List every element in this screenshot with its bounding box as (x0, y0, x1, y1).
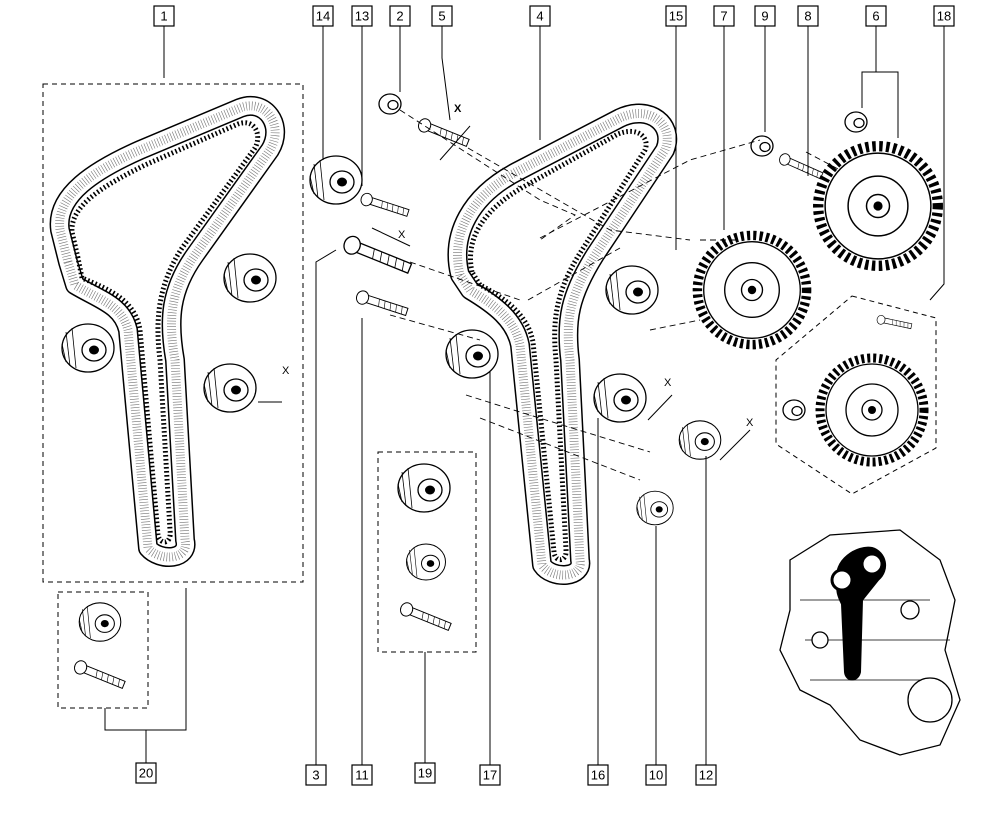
roller-10 (636, 490, 674, 526)
callout-10: 10 (645, 764, 667, 786)
pulley-6 (818, 146, 938, 266)
nut-9 (750, 135, 774, 157)
svg-text:11: 11 (355, 768, 369, 783)
callout-3: 3 (305, 764, 327, 786)
svg-text:6: 6 (872, 9, 879, 24)
group-20-box (57, 591, 149, 709)
callout-20: 20 (135, 762, 157, 784)
svg-text:7: 7 (720, 9, 727, 24)
bolt-13 (358, 191, 411, 220)
group-19-box (377, 451, 477, 653)
callout-6: 6 (865, 5, 887, 27)
washer-18 (782, 399, 806, 421)
roller-14 (309, 155, 363, 205)
dimension-x-3: X (398, 229, 406, 241)
callout-12: 12 (695, 764, 717, 786)
bolt-group-20 (72, 658, 127, 692)
callout-16: 16 (587, 764, 609, 786)
svg-text:8: 8 (804, 9, 811, 24)
callout-1: 1 (153, 5, 175, 27)
svg-text:5: 5 (438, 9, 445, 24)
svg-text:10: 10 (649, 768, 663, 783)
svg-text:18: 18 (937, 9, 951, 24)
pulley-18 (820, 358, 924, 462)
nut-2 (378, 93, 402, 115)
svg-text:19: 19 (418, 766, 432, 781)
callout-4: 4 (529, 5, 551, 27)
callout-18: 18 (933, 5, 955, 27)
idler-roller-small (78, 602, 122, 642)
roller-16 (593, 373, 647, 423)
idler-roller-left (61, 323, 115, 373)
bolt-group-19 (398, 600, 453, 634)
bolt-11 (354, 288, 410, 319)
callout-19: 19 (414, 762, 436, 784)
svg-text:20: 20 (139, 766, 153, 781)
callout-9: 9 (754, 5, 776, 27)
callout-15: 15 (665, 5, 687, 27)
roller-15 (605, 265, 659, 315)
svg-text:15: 15 (669, 9, 683, 24)
svg-text:16: 16 (591, 768, 605, 783)
roller-17 (445, 329, 499, 379)
callout-17: 17 (479, 764, 501, 786)
timing-belt-left (49, 96, 286, 567)
svg-text:3: 3 (312, 768, 319, 783)
idler-roller-left-lower (203, 363, 257, 413)
tensioner-roller-left (223, 253, 277, 303)
roller-12 (678, 420, 722, 460)
callout-7: 7 (713, 5, 735, 27)
svg-text:12: 12 (699, 768, 713, 783)
callout-11: 11 (351, 764, 373, 786)
stud-5 (416, 116, 471, 150)
callout-14: 14 (312, 5, 334, 27)
dimension-x-12: X (746, 417, 754, 429)
group-18-box (775, 295, 937, 495)
pulley-7 (697, 235, 806, 344)
small-roller-group-19 (406, 543, 446, 581)
svg-text:13: 13 (355, 9, 369, 24)
dimension-x-16: X (664, 377, 672, 389)
svg-text:2: 2 (396, 9, 403, 24)
callout-5: 5 (431, 5, 453, 27)
roller-group-19 (397, 463, 451, 513)
callout-2: 2 (389, 5, 411, 27)
svg-text:4: 4 (536, 9, 543, 24)
svg-text:17: 17 (483, 768, 497, 783)
callout-13: 13 (351, 5, 373, 27)
svg-text:14: 14 (316, 9, 330, 24)
dimension-x-left: X (282, 365, 290, 377)
dimension-x-5: X (454, 103, 462, 115)
timing-belt-middle (447, 103, 678, 585)
stud-8 (777, 151, 825, 182)
svg-text:9: 9 (761, 9, 768, 24)
callout-8: 8 (797, 5, 819, 27)
engine-inset-illustration (779, 529, 961, 756)
belt-kit-group-box (42, 83, 304, 583)
svg-text:1: 1 (160, 9, 167, 24)
nut-6 (844, 111, 868, 133)
bolt-18 (875, 314, 913, 331)
